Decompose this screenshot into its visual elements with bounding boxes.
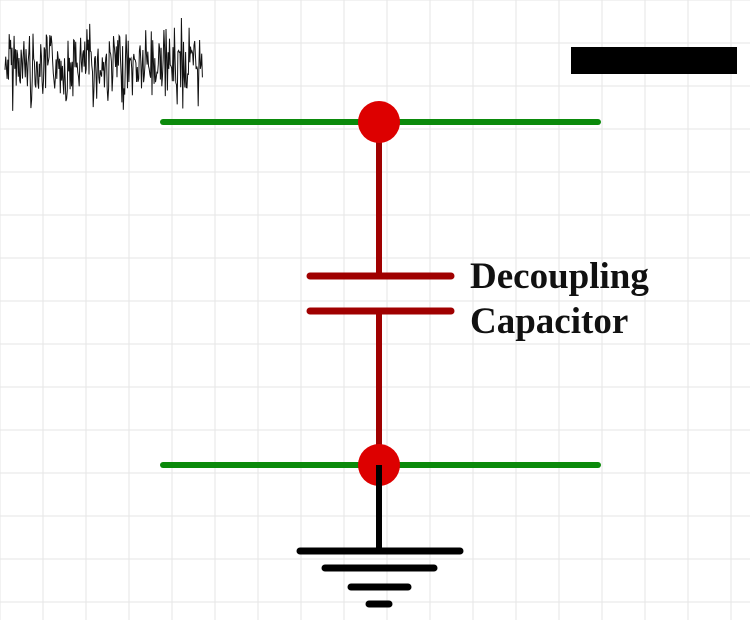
component-label-line-1: Decoupling <box>470 256 649 297</box>
noise-waveform-icon <box>4 17 203 111</box>
component-label-line-2: Capacitor <box>470 301 628 342</box>
ground-symbol-icon <box>296 465 464 608</box>
top-junction-node <box>358 101 400 143</box>
clean-dc-signal-icon <box>571 47 737 74</box>
